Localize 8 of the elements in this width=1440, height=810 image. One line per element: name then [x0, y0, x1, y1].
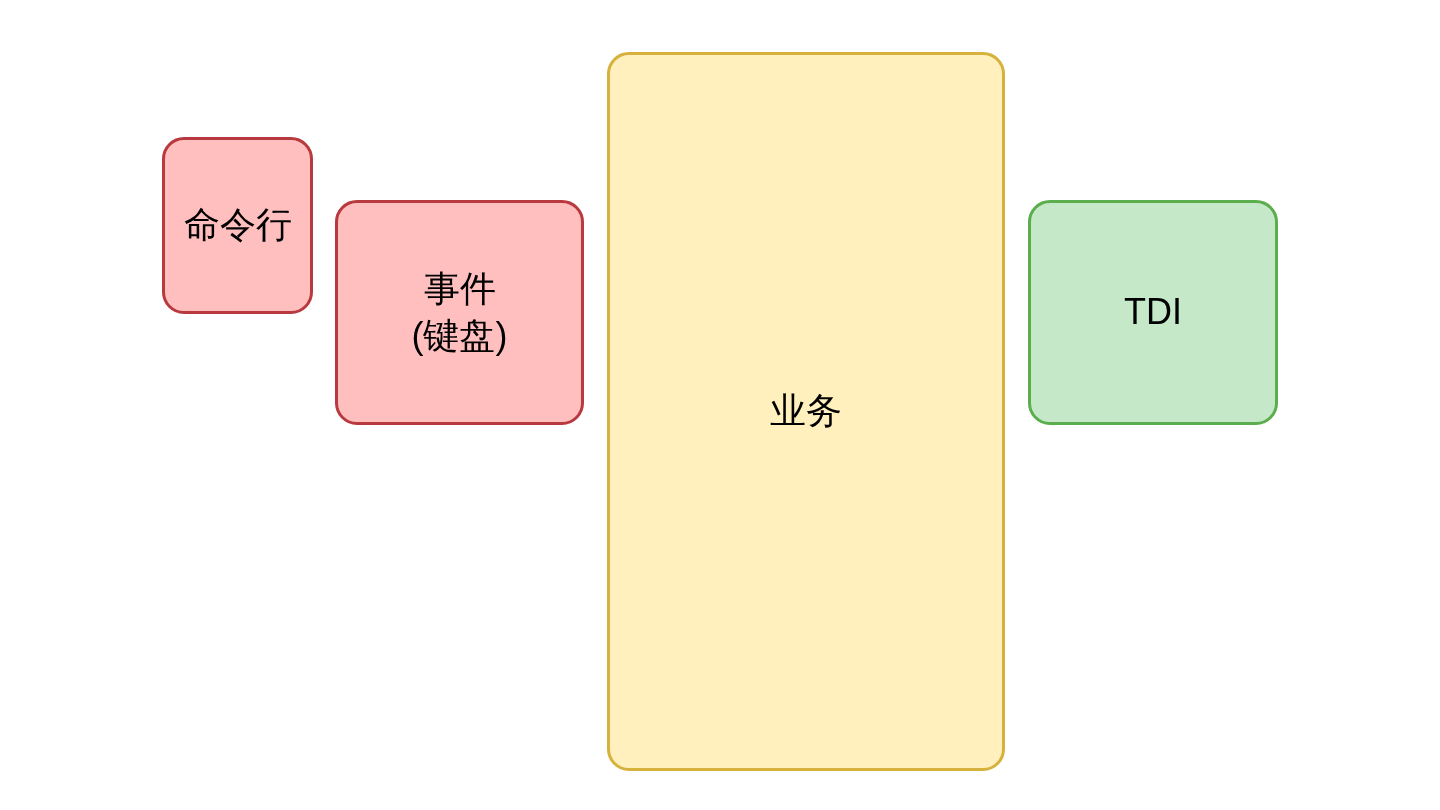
node-label: 命令行 — [183, 203, 292, 248]
rounded-box — [607, 52, 1005, 771]
rounded-box — [162, 137, 313, 314]
node-label: 事件(键盘) — [410, 267, 509, 358]
rounded-box — [1028, 200, 1278, 425]
node-label: 业务 — [770, 389, 842, 434]
rounded-box — [335, 200, 584, 425]
node-label: TDI — [1124, 290, 1182, 335]
